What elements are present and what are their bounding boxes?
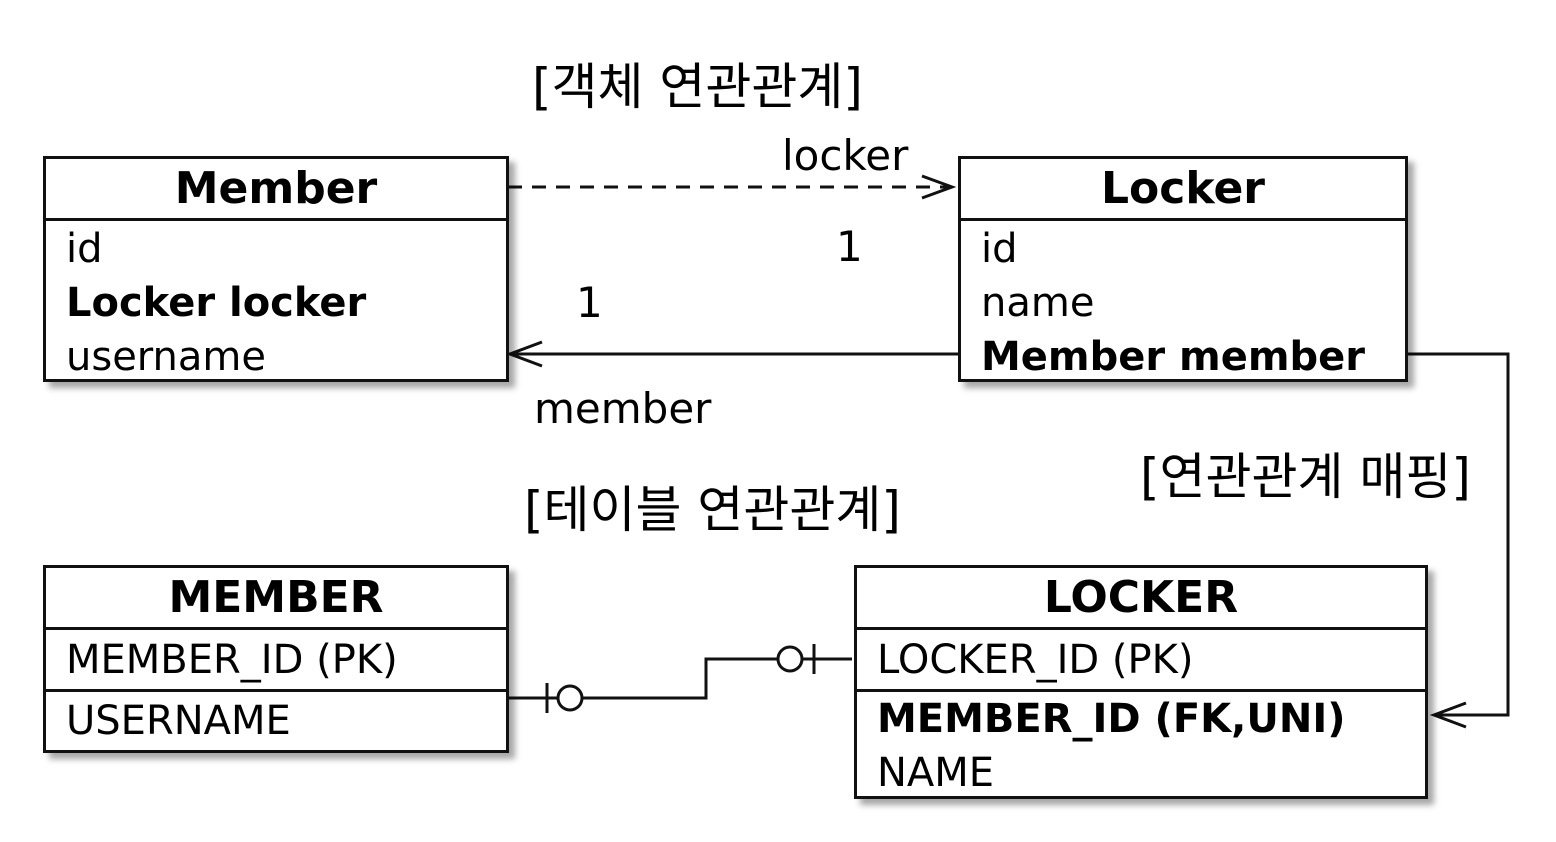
- member-table-columns: USERNAME: [46, 692, 506, 750]
- locker-table-header: LOCKER: [857, 568, 1425, 630]
- member-reference-arrowhead: [505, 340, 543, 368]
- table-relation-title: [테이블 연관관계]: [524, 481, 901, 539]
- locker-field-name: name: [981, 280, 1095, 326]
- member-class-header: Member: [46, 159, 506, 221]
- mapping-arrowhead: [1429, 701, 1467, 729]
- member-table-pk-section: MEMBER_ID (PK): [46, 630, 506, 692]
- mapping-label: [연관관계 매핑]: [1140, 448, 1471, 506]
- member-field-id: id: [66, 226, 103, 272]
- locker-table-pk-section: LOCKER_ID (PK): [857, 630, 1425, 692]
- locker-ref-label: locker: [782, 131, 909, 180]
- locker-class-header: Locker: [961, 159, 1405, 221]
- member-table-header: MEMBER: [46, 568, 506, 630]
- member-table-box: MEMBER MEMBER_ID (PK) USERNAME: [43, 565, 509, 753]
- locker-reference-arrowhead: [921, 174, 957, 200]
- object-relation-title: [객체 연관관계]: [532, 58, 863, 116]
- member-side-circle: [556, 684, 584, 712]
- member-class-box: Member id Locker locker username: [43, 156, 509, 382]
- member-ref-label: member: [534, 384, 712, 433]
- mapping-line: [1406, 352, 1510, 717]
- member-field-username: username: [66, 334, 266, 380]
- locker-table-columns: MEMBER_ID (FK,UNI) NAME: [857, 692, 1425, 800]
- member-class-fields: id Locker locker username: [46, 221, 506, 384]
- member-ref-multiplicity: 1: [576, 278, 603, 327]
- locker-ref-multiplicity: 1: [836, 222, 863, 271]
- locker-table-pk: LOCKER_ID (PK): [877, 636, 1194, 683]
- member-table-pk: MEMBER_ID (PK): [66, 636, 398, 683]
- locker-field-member: Member member: [981, 334, 1366, 380]
- locker-class-box: Locker id name Member member: [958, 156, 1408, 382]
- locker-side-circle: [776, 645, 804, 673]
- locker-table-column-name: NAME: [877, 750, 995, 796]
- member-table-column-username: USERNAME: [66, 698, 291, 744]
- locker-table-column-member-id: MEMBER_ID (FK,UNI): [877, 696, 1346, 742]
- locker-table-box: LOCKER LOCKER_ID (PK) MEMBER_ID (FK,UNI)…: [854, 565, 1428, 799]
- member-field-locker: Locker locker: [66, 280, 367, 326]
- locker-field-id: id: [981, 226, 1018, 272]
- locker-class-fields: id name Member member: [961, 221, 1405, 384]
